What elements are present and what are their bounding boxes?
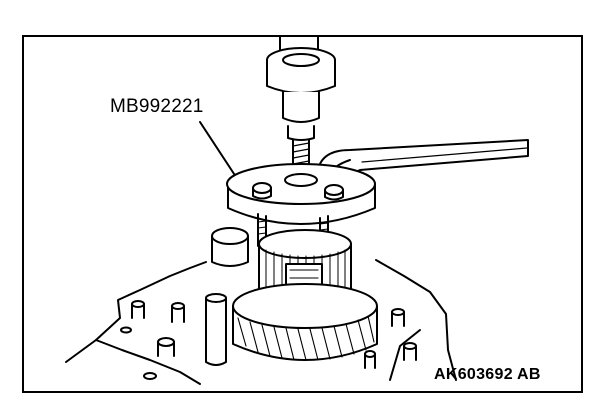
gear-assembly [205, 227, 378, 366]
leader-line [199, 121, 241, 184]
special-tool-disc [226, 163, 376, 225]
part-number-label: MB992221 [110, 96, 204, 117]
figure-code: AK603692 AB [434, 366, 541, 383]
transmission-case [65, 259, 457, 385]
